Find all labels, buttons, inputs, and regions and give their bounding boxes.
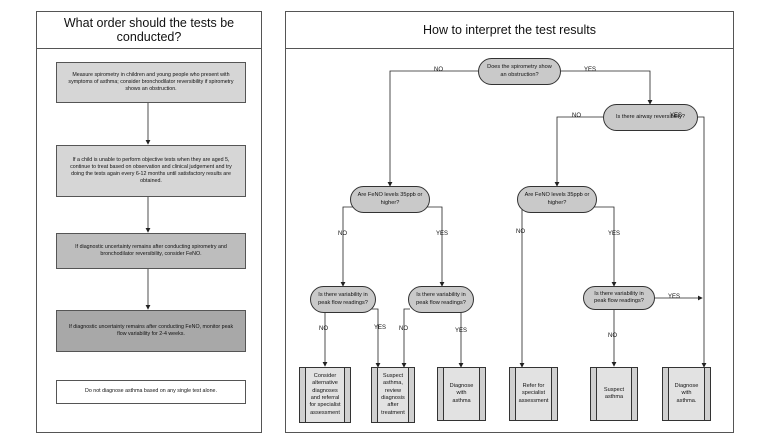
label-feno-left-no: NO: [338, 231, 347, 237]
test-order-title: What order should the tests be conducted…: [37, 12, 261, 49]
step-peak-flow: If diagnostic uncertainty remains after …: [56, 310, 246, 352]
label-reversibility-yes: YES: [670, 113, 683, 119]
label-feno-right-no: NO: [516, 229, 525, 235]
step-retest: If a child is unable to perform objectiv…: [56, 145, 246, 197]
outcome-diagnose-2: Diagnose with asthma.: [662, 367, 711, 421]
outcome-refer: Refer for specialist assessment: [509, 367, 558, 421]
label-var2-yes: YES: [455, 328, 468, 334]
decision-feno-left: Are FeNO levels 35ppb or higher?: [350, 186, 430, 213]
outcome-suspect-review-text: Suspect asthma, review diagnosis after t…: [381, 373, 405, 416]
outcome-refer-text: Refer for specialist assessment: [518, 383, 549, 404]
step-spirometry: Measure spirometry in children and young…: [56, 62, 246, 103]
label-feno-left-yes: YES: [436, 231, 449, 237]
label-var3-no: NO: [608, 333, 617, 339]
decision-reversibility: Is there airway reversibility?: [603, 104, 698, 131]
label-var2-no: NO: [399, 326, 408, 332]
decision-variability-3: Is there variability in peak flow readin…: [583, 286, 655, 310]
label-reversibility-no: NO: [572, 113, 581, 119]
outcome-diagnose-1-text: Diagnose with asthma: [449, 383, 474, 404]
step-no-single-test: Do not diagnose asthma based on any sing…: [56, 380, 246, 404]
outcome-diagnose-1: Diagnose with asthma: [437, 367, 486, 421]
outcome-consider-alternative: Consider alternative diagnoses and refer…: [299, 367, 351, 423]
interpretation-title: How to interpret the test results: [286, 12, 733, 49]
decision-variability-2: Is there variability in peak flow readin…: [408, 286, 474, 313]
outcome-diagnose-2-text: Diagnose with asthma.: [674, 383, 699, 404]
outcome-suspect-review: Suspect asthma, review diagnosis after t…: [371, 367, 415, 423]
label-var1-yes: YES: [374, 325, 387, 331]
outcome-suspect: Suspect asthma: [590, 367, 638, 421]
step-feno: If diagnostic uncertainty remains after …: [56, 233, 246, 269]
label-spirometry-yes: YES: [584, 67, 597, 73]
outcome-consider-alternative-text: Consider alternative diagnoses and refer…: [309, 373, 341, 416]
decision-variability-1: Is there variability in peak flow readin…: [310, 286, 376, 313]
label-spirometry-no: NO: [434, 67, 443, 73]
label-var3-yes: YES: [668, 294, 681, 300]
decision-feno-right: Are FeNO levels 35ppb or higher?: [517, 186, 597, 213]
decision-spirometry: Does the spirometry show an obstruction?: [478, 58, 561, 85]
outcome-suspect-text: Suspect asthma: [603, 386, 625, 400]
label-feno-right-yes: YES: [608, 231, 621, 237]
label-var1-no: NO: [319, 326, 328, 332]
